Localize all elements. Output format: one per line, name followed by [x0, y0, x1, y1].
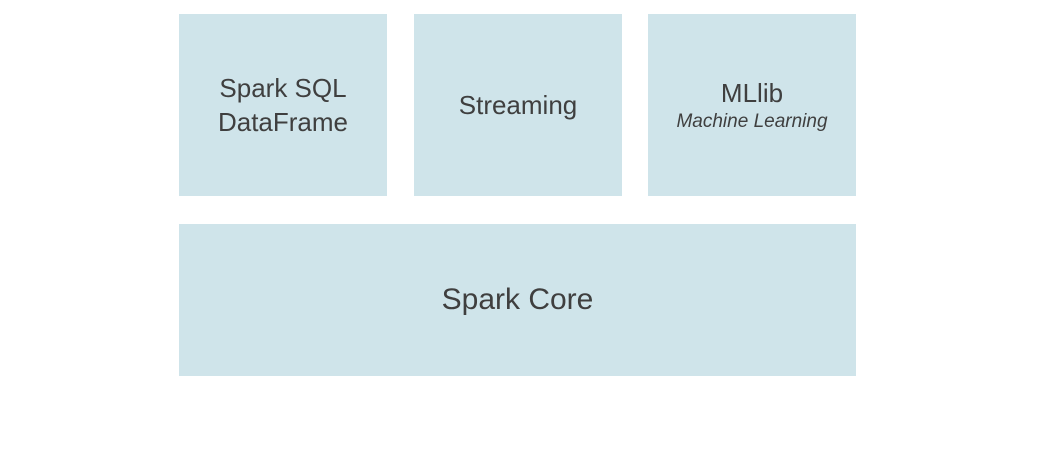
mllib-box: MLlib Machine Learning — [648, 14, 856, 196]
mllib-label: MLlib — [720, 78, 784, 108]
spark-core-box: Spark Core — [179, 224, 856, 376]
spark-sql-label: Spark SQL — [219, 73, 347, 103]
dataframe-label: DataFrame — [217, 107, 349, 137]
machine-learning-sublabel: Machine Learning — [676, 111, 828, 132]
spark-core-label: Spark Core — [441, 283, 594, 316]
streaming-label: Streaming — [458, 90, 578, 120]
streaming-box: Streaming — [414, 14, 622, 196]
spark-sql-dataframe-box: Spark SQL DataFrame — [179, 14, 387, 196]
